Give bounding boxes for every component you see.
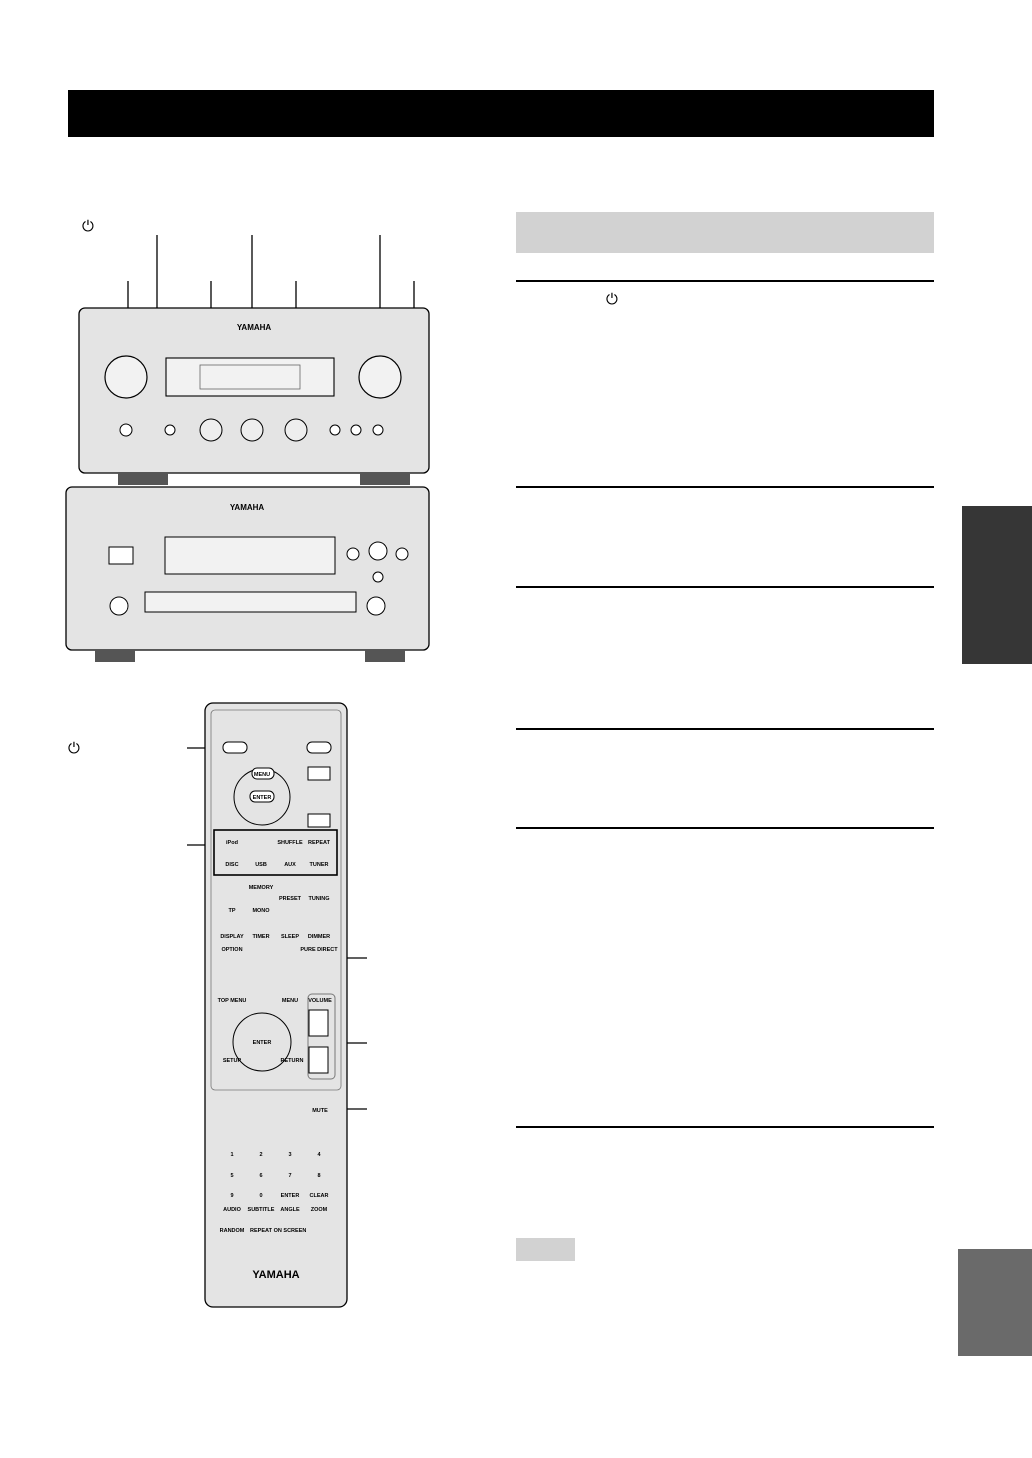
remote-num-6: 6 <box>259 1173 262 1179</box>
remote-aux: AUX <box>284 862 296 868</box>
inline-standby-icon: ⏻ <box>606 291 618 308</box>
remote-num-8: 8 <box>317 1173 320 1179</box>
remote-audio: AUDIO <box>223 1207 241 1213</box>
remote-enter-num: ENTER <box>281 1193 300 1199</box>
remote-repeat: REPEAT <box>308 840 331 846</box>
remote-dimmer: DIMMER <box>308 934 330 940</box>
remote-mute: MUTE <box>312 1108 328 1114</box>
remote-brand: YAMAHA <box>252 1269 299 1281</box>
remote-menu: MENU <box>282 998 298 1004</box>
unit-illustration: YAMAHA YAMAHA <box>65 235 430 662</box>
rule-2 <box>516 486 934 488</box>
remote-angle: ANGLE <box>280 1207 300 1213</box>
standby-icon: ⏻ <box>82 218 94 235</box>
remote-repeat-2: REPEAT <box>250 1228 273 1234</box>
top-unit-brand: YAMAHA <box>237 323 272 332</box>
remote-illustration: MENU ENTER iPod SHUFFLE REPEAT DISC USB … <box>187 702 367 1308</box>
remote-num-2: 2 <box>259 1152 262 1158</box>
bottom-unit-brand: YAMAHA <box>230 503 265 512</box>
rule-5 <box>516 827 934 829</box>
remote-subtitle: SUBTITLE <box>248 1207 275 1213</box>
remote-display: DISPLAY <box>220 934 244 940</box>
remote-num-1: 1 <box>230 1152 233 1158</box>
remote-num-4: 4 <box>317 1152 321 1158</box>
remote-preset: PRESET <box>279 896 302 902</box>
remote-tp: TP <box>228 908 235 914</box>
side-tab-grey <box>958 1249 1032 1356</box>
remote-num-5: 5 <box>230 1173 233 1179</box>
page-title-bar <box>68 90 934 137</box>
remote-zoom: ZOOM <box>311 1207 328 1213</box>
remote-enter-top: ENTER <box>253 795 272 801</box>
remote-ipod: iPod <box>226 840 238 846</box>
remote-usb: USB <box>255 862 267 868</box>
remote-enter: ENTER <box>253 1040 272 1046</box>
remote-sleep: SLEEP <box>281 934 299 940</box>
rule-3 <box>516 586 934 588</box>
side-tab-dark <box>962 506 1032 664</box>
remote-shuffle: SHUFFLE <box>277 840 303 846</box>
remote-num-0: 0 <box>259 1193 262 1199</box>
remote-setup: SETUP <box>223 1058 242 1064</box>
remote-top-menu: TOP MENU <box>218 998 247 1004</box>
remote-memory: MEMORY <box>249 885 274 891</box>
remote-clear: CLEAR <box>310 1193 329 1199</box>
remote-pure-direct: PURE DIRECT <box>300 947 338 953</box>
remote-disc: DISC <box>225 862 238 868</box>
note-label-box <box>516 1238 575 1261</box>
rule-6 <box>516 1126 934 1128</box>
rule-4 <box>516 728 934 730</box>
remote-mono: MONO <box>252 908 270 914</box>
remote-return: RETURN <box>281 1058 304 1064</box>
remote-num-7: 7 <box>288 1173 291 1179</box>
remote-tuning: TUNING <box>308 896 329 902</box>
remote-menu-top: MENU <box>254 772 270 778</box>
remote-num-3: 3 <box>288 1152 291 1158</box>
remote-random: RANDOM <box>220 1228 245 1234</box>
section-heading-box <box>516 212 934 253</box>
remote-num-9: 9 <box>230 1193 233 1199</box>
remote-on-screen: ON SCREEN <box>274 1228 307 1234</box>
remote-timer: TIMER <box>252 934 269 940</box>
remote-standby-icon: ⏻ <box>68 740 80 757</box>
remote-option: OPTION <box>221 947 242 953</box>
remote-volume: VOLUME <box>308 998 332 1004</box>
rule-1 <box>516 280 934 282</box>
remote-tuner: TUNER <box>310 862 329 868</box>
